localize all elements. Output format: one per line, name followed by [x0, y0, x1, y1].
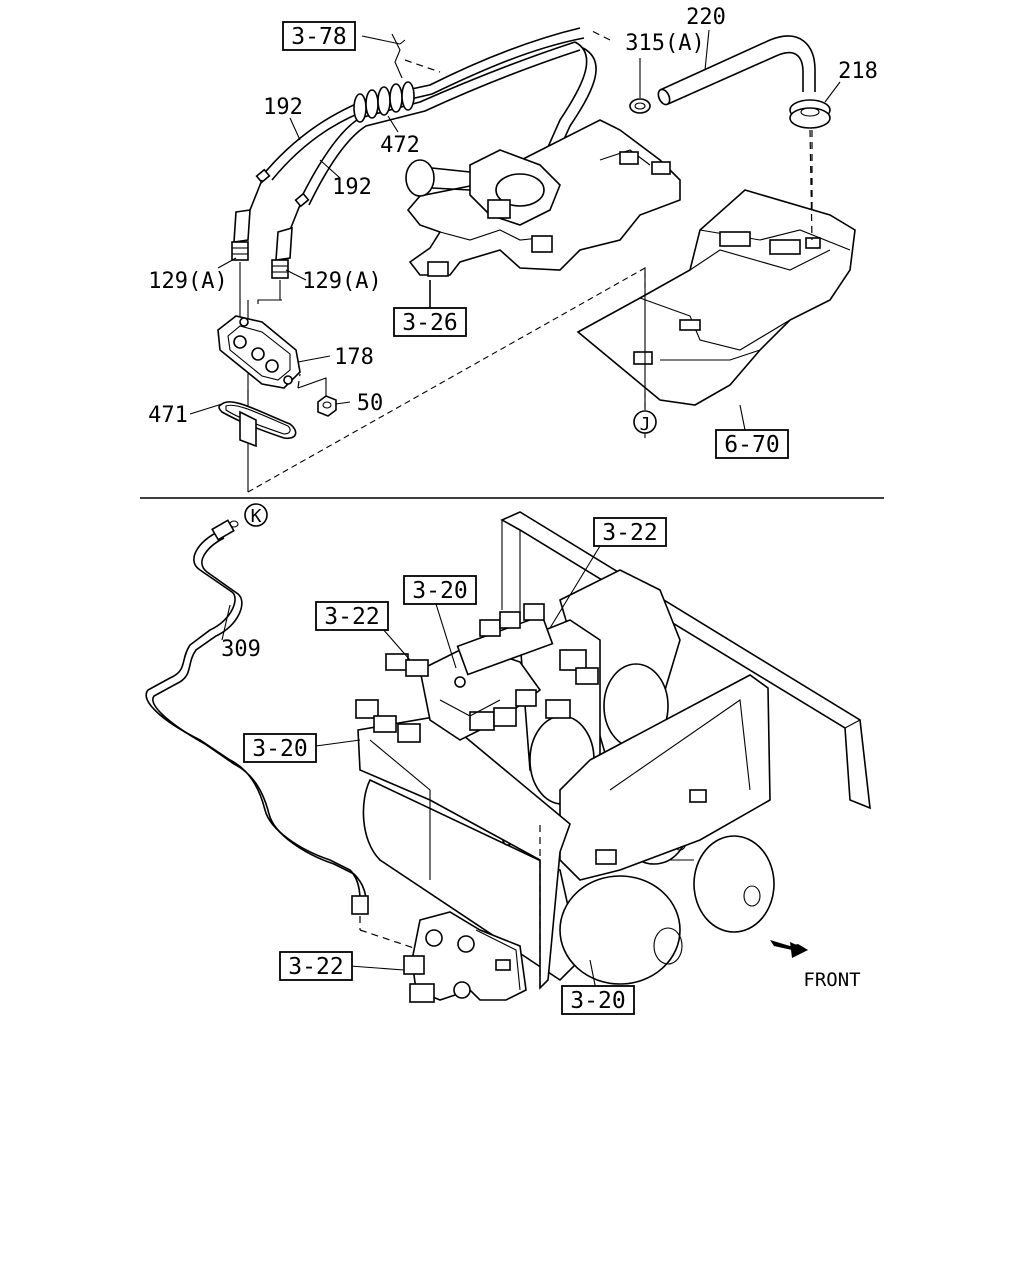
grommet-218: [789, 99, 831, 129]
fitting-129a-right: [271, 226, 293, 300]
fitting-129a-left: [231, 209, 251, 320]
chassis-cover-6-70: [576, 189, 856, 431]
circle-j-label: J: [640, 414, 651, 435]
ref-box-3-22-left: [315, 601, 389, 631]
part-309-label: 309: [221, 637, 261, 662]
plate-178: [217, 299, 301, 400]
ref-box-3-26: [393, 307, 467, 337]
ref-3-20-left-label: 3-20: [252, 736, 307, 762]
o-ring-471: [218, 401, 297, 448]
clamp-315a: [629, 98, 651, 114]
air-tank-front-left: [362, 778, 683, 985]
part-50-label: 50: [357, 391, 384, 416]
part-220-label: 220: [686, 5, 726, 30]
ref-box-3-78: [282, 21, 356, 51]
ref-box-3-22-bottom: [279, 951, 353, 981]
ref-3-78-label: 3-78: [291, 24, 346, 50]
circle-k-label: K: [251, 506, 262, 527]
circle-k: [244, 503, 268, 527]
assembly-outline: [247, 267, 646, 493]
valve-bracket-assembly: [405, 119, 681, 312]
nut-50: [297, 373, 337, 417]
top-callouts: 3-78 220 315(A) 218 192 472 192 129(A) 1…: [148, 5, 878, 459]
part-129a-right-label: 129(A): [302, 269, 381, 294]
ref-box-3-22-top: [593, 517, 667, 547]
frame-rail: [500, 511, 871, 810]
ref-3-20-bottom-label: 3-20: [570, 988, 625, 1014]
ref-3-20-top-label: 3-20: [412, 578, 467, 604]
front-label: FRONT: [803, 969, 860, 991]
ref-3-22-left-label: 3-22: [324, 604, 379, 630]
front-arrow-icon: [770, 940, 808, 958]
ref-box-3-20-left: [243, 733, 317, 763]
ref-3-26-label: 3-26: [402, 310, 457, 336]
ref-6-70-label: 6-70: [724, 432, 779, 458]
ref-3-22-bottom-label: 3-22: [288, 954, 343, 980]
part-218-label: 218: [838, 59, 878, 84]
part-178-label: 178: [334, 345, 374, 370]
part-192-lower-label: 192: [332, 175, 372, 200]
bottom-callouts: K 309 3-22 3-20 3-22 3-20 3-22 3-20 FRON…: [221, 503, 861, 1015]
valve-manifold: [355, 603, 599, 743]
part-192-upper-label: 192: [263, 95, 303, 120]
ref-box-6-70: [715, 429, 789, 459]
ref-3-22-top-label: 3-22: [602, 520, 657, 546]
bottom-section: [145, 511, 871, 1003]
hose-192-472: [249, 27, 597, 231]
part-471-label: 471: [148, 403, 188, 428]
top-section: [189, 27, 856, 493]
ref-box-3-20-top: [403, 575, 477, 605]
pipe-309: [145, 519, 421, 951]
part-315a-label: 315(A): [625, 31, 704, 56]
relay-valve-bottom: [403, 911, 527, 1003]
hose-220: [657, 35, 816, 106]
ref-box-3-20-bottom: [561, 985, 635, 1015]
corrugated-sleeve: [353, 81, 415, 123]
part-472-label: 472: [380, 133, 420, 158]
part-129a-left-label: 129(A): [148, 269, 227, 294]
mount-bracket-left: [357, 715, 571, 990]
circle-j: [633, 410, 657, 434]
